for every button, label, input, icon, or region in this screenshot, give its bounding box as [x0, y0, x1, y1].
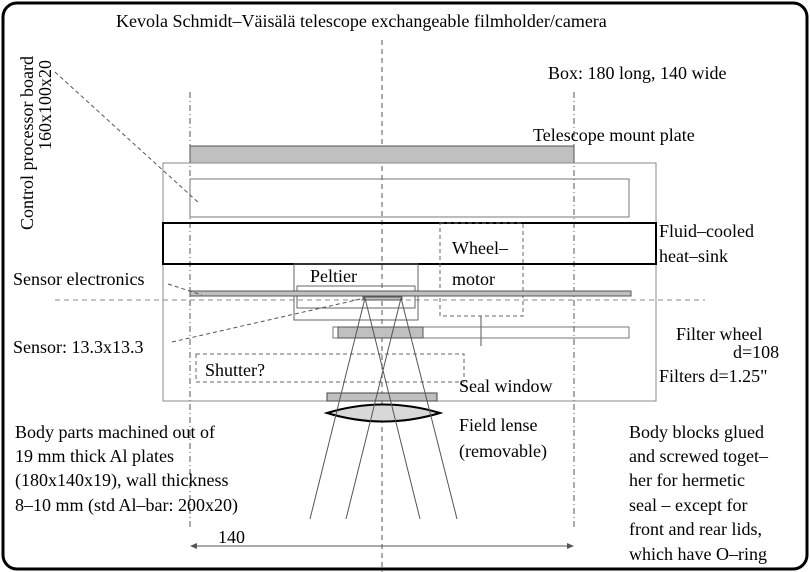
note-right-line: which have O–ring	[629, 544, 767, 564]
shutter	[195, 353, 465, 383]
note-right-line: seal – except for	[629, 495, 747, 515]
wheel-motor-label-2: motor	[452, 269, 495, 289]
note-right-line: Body blocks glued	[629, 422, 764, 442]
filter	[337, 326, 424, 339]
filter-wheel-label: Filter wheel	[676, 324, 762, 344]
heat-sink-label-2: heat–sink	[659, 246, 728, 266]
peltier-label: Peltier	[310, 266, 357, 286]
mount-plate-label: Telescope mount plate	[533, 125, 695, 145]
field-lens-label-2: (removable)	[459, 441, 547, 462]
note-right-line: her for hermetic	[629, 470, 745, 490]
peltier-element	[296, 285, 416, 309]
shutter-label: Shutter?	[205, 360, 265, 380]
control-board-leader	[54, 71, 201, 205]
note-right-line: and screwed toget–	[629, 446, 769, 466]
heat-sink	[162, 222, 657, 265]
width-dimension-label: 140	[218, 527, 245, 547]
filter-wheel	[332, 326, 630, 339]
sensor-electronics-board	[189, 290, 632, 297]
note-left-line: 8–10 mm (std Al–bar: 200x20)	[15, 495, 238, 516]
control-board-label: Control processor board	[17, 56, 37, 230]
sensor-electronics-leader	[167, 283, 203, 296]
filters-label: Filters d=1.25"	[659, 366, 768, 386]
seal-window	[326, 392, 438, 402]
wheel-motor-label-1: Wheel–	[452, 238, 509, 258]
note-left-line: Body parts machined out of	[15, 422, 215, 442]
control-processor-board	[189, 178, 630, 218]
light-rays	[309, 297, 458, 520]
control-board-size: 160x100x20	[35, 60, 55, 150]
sensor-label: Sensor: 13.3x13.3	[13, 337, 144, 357]
filter-wheel-diameter: d=108	[733, 342, 779, 362]
sensor-leader	[171, 297, 366, 343]
note-right-line: front and rear lids,	[629, 519, 762, 539]
telescope-mount-plate	[189, 145, 575, 164]
diagram-title: Kevola Schmidt–Väisälä telescope exchang…	[116, 11, 607, 31]
heat-sink-label-1: Fluid–cooled	[659, 221, 754, 241]
body-notes-left: Body parts machined out of 19 mm thick A…	[15, 422, 238, 516]
sensor-electronics-label: Sensor electronics	[13, 269, 144, 289]
field-lens	[323, 403, 444, 423]
note-left-line: 19 mm thick Al plates	[15, 446, 174, 466]
field-lens-label-1: Field lense	[459, 415, 538, 435]
seal-window-label: Seal window	[459, 376, 553, 396]
sensor-chip	[362, 296, 403, 301]
box-size-note: Box: 180 long, 140 wide	[548, 63, 727, 83]
body-notes-right: Body blocks glued and screwed toget– her…	[629, 422, 769, 564]
note-left-line: (180x140x19), wall thickness	[15, 470, 228, 491]
